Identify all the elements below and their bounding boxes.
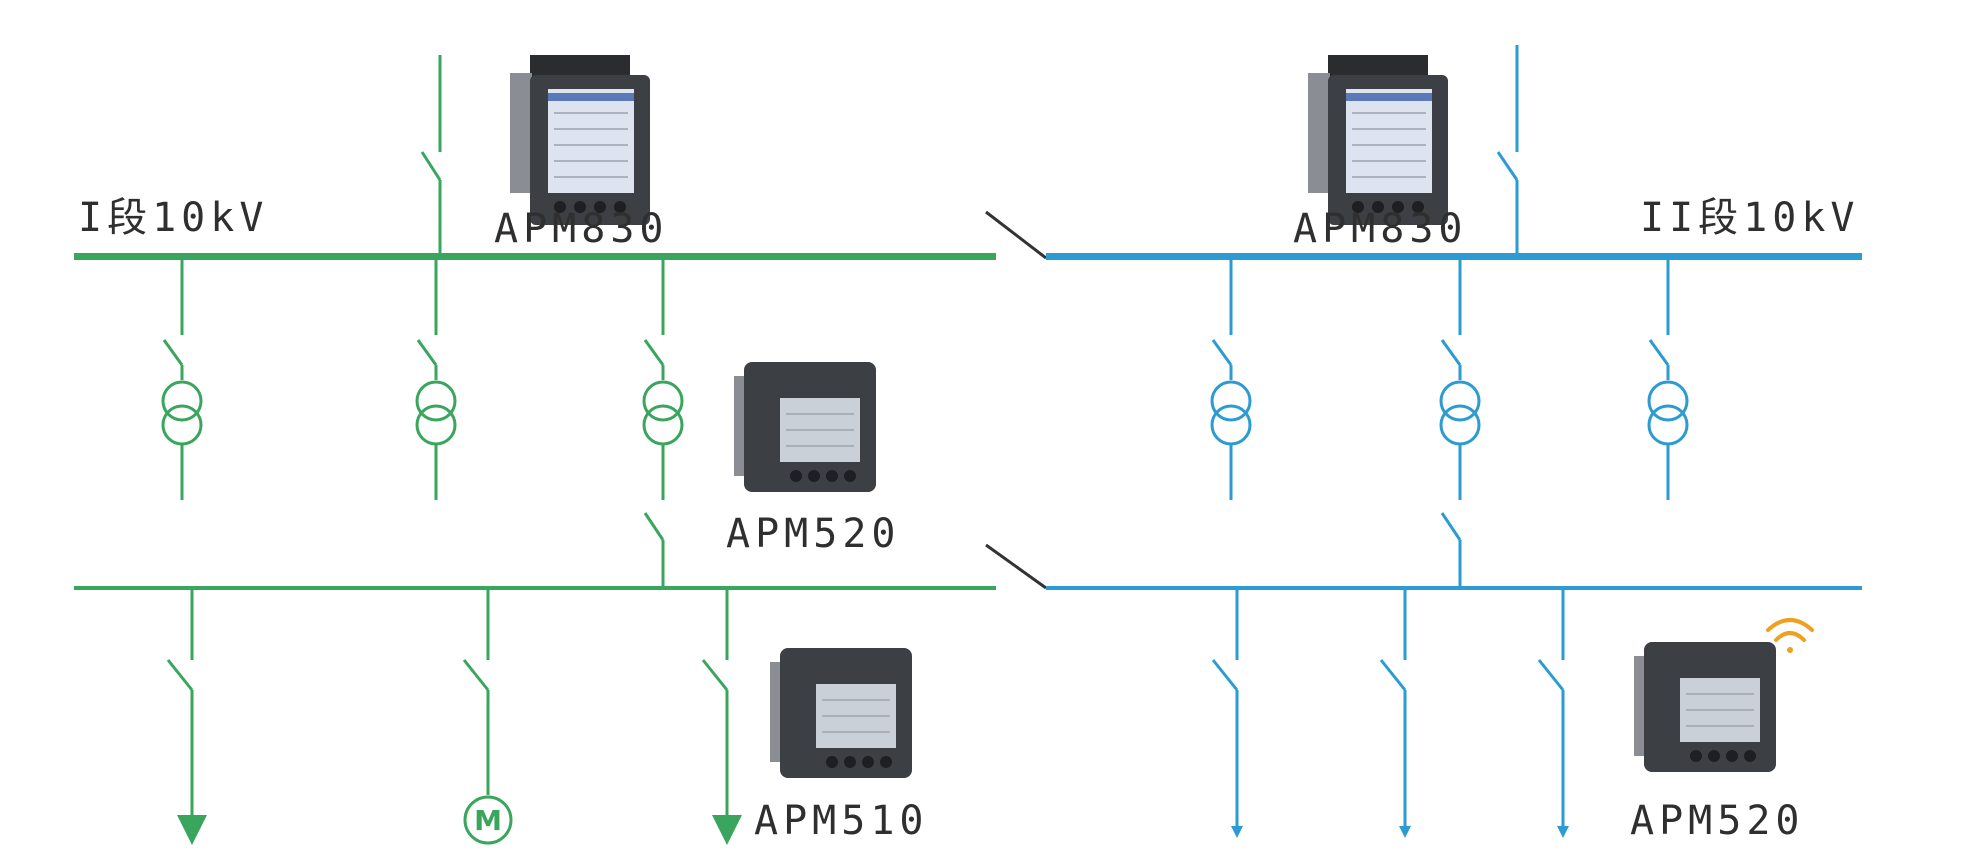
power-meter-icon xyxy=(1308,55,1448,225)
meter-label-apm520-right: APM520 xyxy=(1630,798,1805,844)
bus-10kv-right xyxy=(1046,253,1862,260)
meter-label-apm510: APM510 xyxy=(754,798,929,844)
motor-label: M xyxy=(474,804,502,837)
meter-label-apm520-mid: APM520 xyxy=(726,511,901,557)
transformer-branch-6 xyxy=(1647,258,1689,500)
transformer-branch-4 xyxy=(1210,258,1252,500)
coupler-switch-top xyxy=(985,210,1047,260)
motor-icon xyxy=(463,795,513,845)
incoming-feeder-left xyxy=(420,55,442,255)
bus-label-right: II段10kV xyxy=(1640,195,1860,241)
outgoing-feeder-4 xyxy=(1211,588,1243,838)
transformer-branch-5 xyxy=(1439,258,1481,588)
meter-label-apm830-left: APM830 xyxy=(494,206,669,252)
transformer-branch-2 xyxy=(415,258,457,500)
coupler-switch-bottom xyxy=(985,543,1047,590)
incoming-feeder-right xyxy=(1496,45,1519,255)
bus-couplers xyxy=(985,210,1047,590)
power-meter-icon xyxy=(1634,642,1776,772)
left-section xyxy=(74,55,996,845)
meter-label-apm830-right: APM830 xyxy=(1293,206,1468,252)
outgoing-feeder-1 xyxy=(166,588,207,845)
transformer-branch-3 xyxy=(642,258,684,588)
outgoing-feeder-3 xyxy=(701,588,742,845)
transformer-icon xyxy=(642,380,684,422)
outgoing-feeder-motor xyxy=(462,588,513,845)
transformer-icon xyxy=(1647,380,1689,422)
power-meter-icon xyxy=(770,648,912,778)
outgoing-feeder-5 xyxy=(1379,588,1411,838)
transformer-icon xyxy=(161,380,203,422)
power-meter-icon xyxy=(510,55,650,225)
power-meter-icon xyxy=(734,362,876,492)
transformer-icon xyxy=(1439,380,1481,422)
wifi-icon xyxy=(1766,618,1814,653)
bus-10kv-left xyxy=(74,253,996,260)
transformer-icon xyxy=(415,380,457,422)
transformer-icon xyxy=(1210,380,1252,422)
transformer-branch-1 xyxy=(161,258,203,500)
bus-label-left: I段10kV xyxy=(78,195,268,241)
outgoing-feeder-6 xyxy=(1537,588,1569,838)
right-section xyxy=(1046,45,1862,838)
